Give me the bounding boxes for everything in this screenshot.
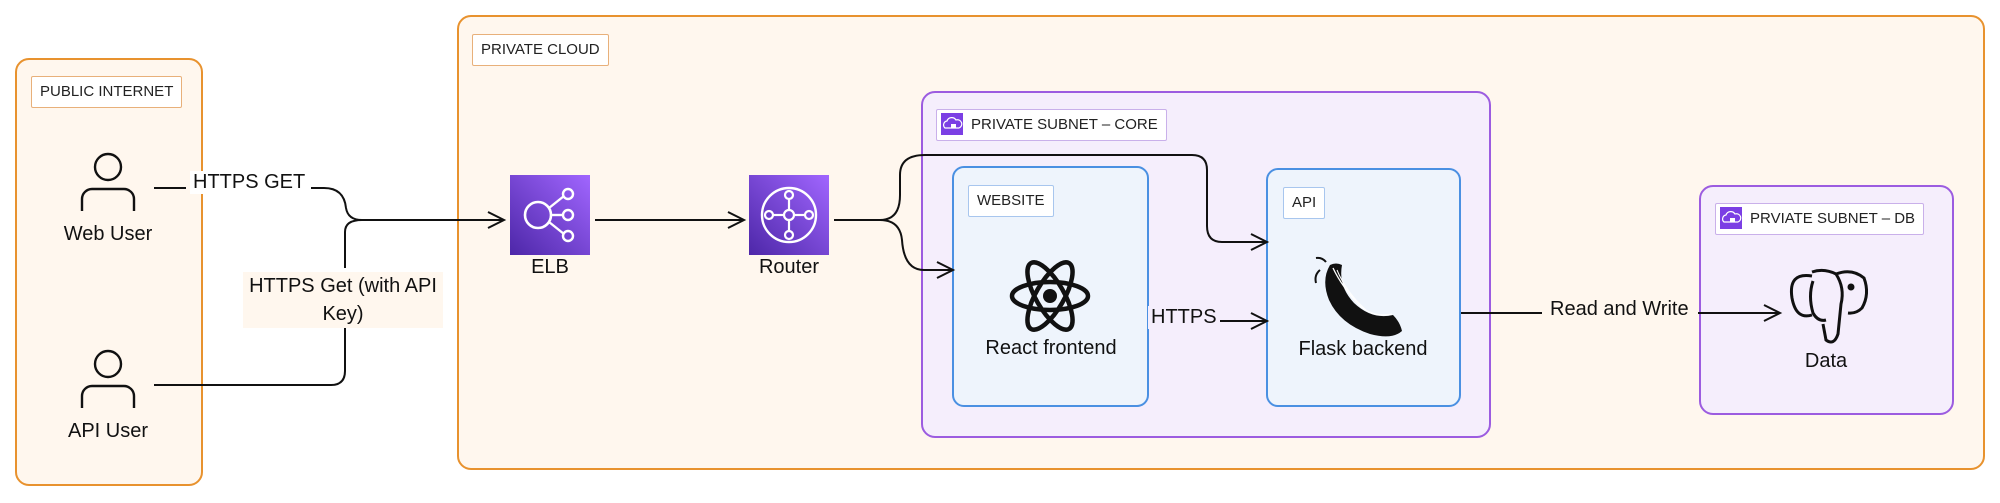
node-label-elb: ELB <box>531 256 569 278</box>
private-subnet-db-label: PRVIATE SUBNET – DB <box>1715 203 1925 235</box>
private-subnet-db-text: PRVIATE SUBNET – DB <box>1750 210 1916 227</box>
website-label: WEBSITE <box>968 185 1054 217</box>
user-icon <box>80 349 136 408</box>
elastic-load-balancer-icon <box>510 175 590 255</box>
public-internet-group <box>15 58 203 486</box>
postgresql-elephant-icon <box>1789 268 1869 344</box>
cloud-lock-icon <box>1720 207 1742 229</box>
public-internet-label: PUBLIC INTERNET <box>31 76 183 108</box>
private-subnet-core-text: PRIVATE SUBNET – CORE <box>971 116 1158 133</box>
user-icon <box>80 152 136 211</box>
edge-api-user-to-elb <box>154 312 346 386</box>
api-label: API <box>1283 187 1326 219</box>
edge-router-to-api <box>879 154 1267 243</box>
edge-label-https: HTTPS <box>1148 306 1220 329</box>
node-label-flask-backend: Flask backend <box>1298 338 1428 360</box>
arrowhead <box>936 261 956 279</box>
react-logo-icon <box>1009 260 1091 332</box>
arrowhead <box>1763 304 1783 322</box>
node-label-api-user: API User <box>67 420 149 442</box>
arrowhead <box>1250 233 1270 251</box>
router-icon <box>749 175 829 255</box>
node-label-web-user: Web User <box>63 223 153 245</box>
edge-web-user-to-elb <box>311 187 504 221</box>
arrowhead <box>727 211 747 229</box>
api-tier <box>1266 168 1461 407</box>
edge-label-https-get: HTTPS GET <box>190 171 309 194</box>
flask-logo-icon <box>1314 256 1402 337</box>
edge-router-to-website <box>834 219 953 271</box>
private-subnet-core-label: PRIVATE SUBNET – CORE <box>936 109 1167 141</box>
arrowhead <box>487 211 507 229</box>
cloud-lock-icon <box>941 113 963 135</box>
node-label-react-frontend: React frontend <box>985 337 1117 359</box>
arrowhead <box>1250 312 1270 330</box>
private-cloud-label: PRIVATE CLOUD <box>472 34 609 66</box>
node-label-data: Data <box>1804 350 1848 372</box>
edge-label-https-get-api-key: HTTPS Get (with API Key) <box>243 272 443 328</box>
edge-api-key-up <box>344 219 363 268</box>
node-label-router: Router <box>758 256 820 278</box>
edge-label-read-and-write: Read and Write <box>1546 298 1693 321</box>
